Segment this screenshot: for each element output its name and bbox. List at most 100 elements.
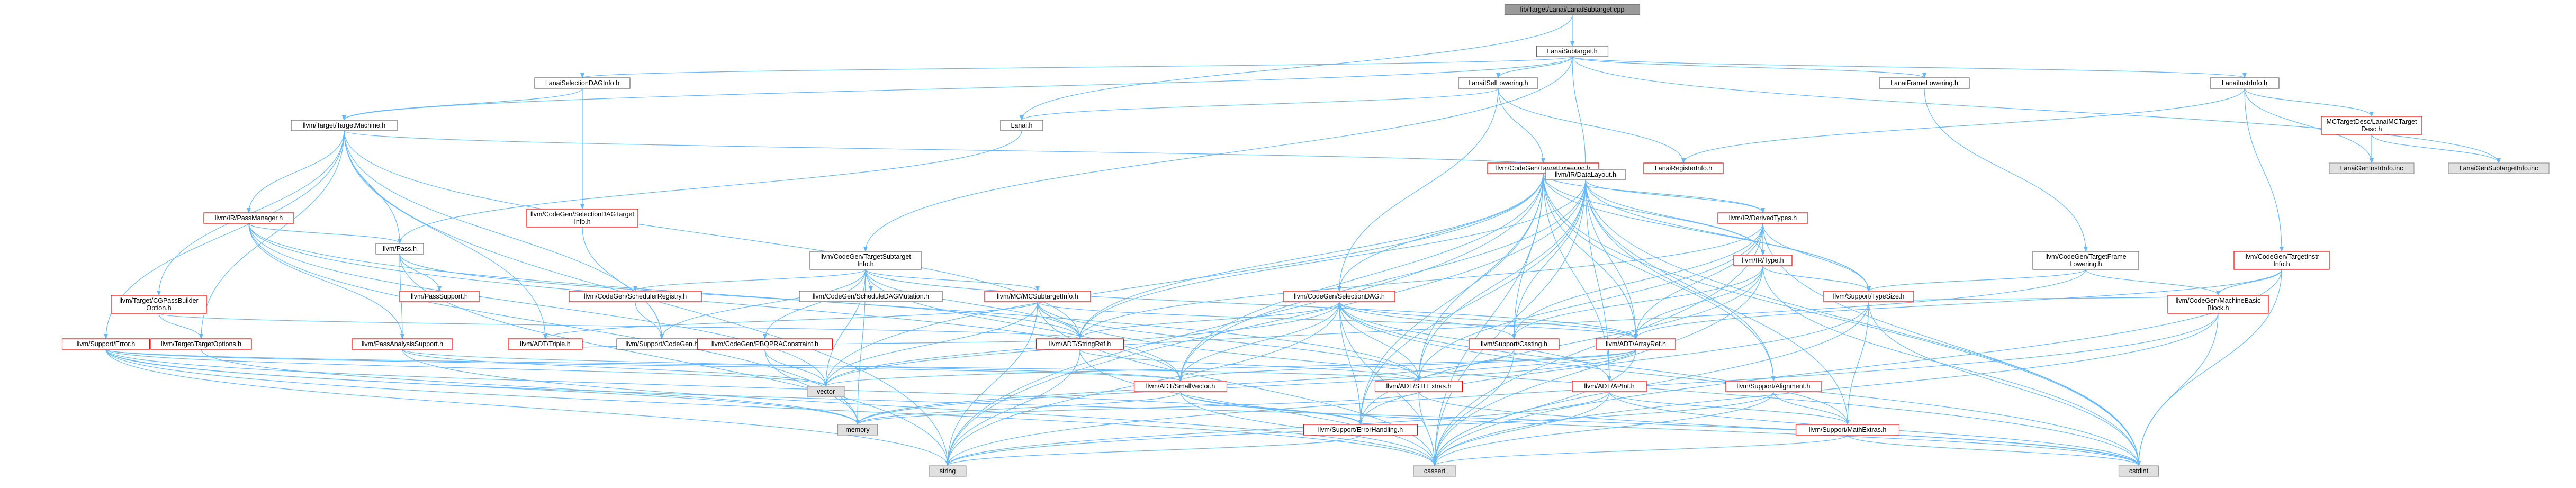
edge-pass_analysis_support-to-sys_vector xyxy=(402,349,828,387)
node-root[interactable]: lib/Target/Lanai/LanaiSubtarget.cpp xyxy=(1504,4,1641,15)
edge-adt_string_ref_h-to-adt_stl_extras_h xyxy=(1079,349,1421,382)
node-codegen-pbqp-constraint[interactable]: llvm/CodeGen/PBQPRAConstraint.h xyxy=(697,338,833,350)
node-mc-subtarget-info[interactable]: llvm/MC/MCSubtargetInfo.h xyxy=(984,291,1091,302)
edge-target_machine_h-to-support_codegen_h xyxy=(344,130,664,339)
node-adt-small-vector-h[interactable]: llvm/ADT/SmallVector.h xyxy=(1133,381,1228,392)
node-box xyxy=(111,295,207,314)
node-box xyxy=(203,212,294,224)
node-label: lib/Target/Lanai/LanaiSubtarget.cpp xyxy=(1520,6,1625,13)
edge-codegen_target_lowering_h-to-adt_string_ref_h xyxy=(1078,173,1544,339)
node-label: LanaiFrameLowering.h xyxy=(1890,79,1958,87)
node-label: llvm/Support/CodeGen.h xyxy=(626,340,698,348)
node-support-math-extras-h[interactable]: llvm/Support/MathExtras.h xyxy=(1795,424,1900,436)
edge-ir_data_layout_h-to-ir_derived_types_h xyxy=(1585,179,1765,213)
edge-mc_subtarget_info-to-adt_triple_h xyxy=(543,301,1038,339)
edge-support_error_h-to-sys_string xyxy=(105,349,950,466)
node-label: llvm/ADT/APInt.h xyxy=(1584,383,1634,390)
edge-ir_pass_manager_h-to-sys_memory xyxy=(248,223,860,425)
node-pass-h[interactable]: llvm/Pass.h xyxy=(375,243,424,255)
node-lanai-isel-lowering-h[interactable]: LanaiISelLowering.h xyxy=(1458,77,1538,89)
node-lanai-frame-lowering-h[interactable]: LanaiFrameLowering.h xyxy=(1879,77,1970,89)
node-target-target-options[interactable]: llvm/Target/TargetOptions.h xyxy=(150,338,252,350)
edge-target_cg_pass_builder-to-target_target_options xyxy=(158,313,203,339)
node-adt-stl-extras-h[interactable]: llvm/ADT/STLExtras.h xyxy=(1374,381,1463,392)
node-ir-type-h[interactable]: llvm/IR/Type.h xyxy=(1733,255,1793,266)
node-box xyxy=(61,338,150,350)
node-box xyxy=(534,77,631,89)
node-pass-support-h[interactable]: llvm/PassSupport.h xyxy=(399,291,480,302)
node-label: LanaiInstrInfo.h xyxy=(2222,79,2267,87)
node-ir-derived-types-h[interactable]: llvm/IR/DerivedTypes.h xyxy=(1717,212,1808,224)
edge-target_machine_h-to-adt_triple_h xyxy=(344,130,547,339)
edge-support_error_h-to-sys_cassert xyxy=(105,349,1437,466)
node-box xyxy=(399,291,480,302)
node-label: llvm/PassAnalysisSupport.h xyxy=(362,340,443,348)
edge-codegen_target_frame_lowering-to-sys_vector xyxy=(824,269,2086,387)
node-label: llvm/ADT/StringRef.h xyxy=(1049,340,1111,348)
edge-codegen_target_subtarget-to-codegen_pbqp_constraint xyxy=(763,269,866,339)
node-support-codegen-h[interactable]: llvm/Support/CodeGen.h xyxy=(616,338,707,350)
node-adt-array-ref-h[interactable]: llvm/ADT/ArrayRef.h xyxy=(1596,338,1676,350)
node-adt-triple-h[interactable]: llvm/ADT/Triple.h xyxy=(508,338,583,350)
node-box xyxy=(2233,251,2330,270)
edge-adt_array_ref_h-to-sys_vector xyxy=(824,349,1636,387)
node-box xyxy=(1643,162,1724,174)
edge-codegen_machine_basic_block-to-sys_cstdint xyxy=(2137,313,2219,466)
node-box xyxy=(2448,162,2550,174)
node-lanai-instr-info-h[interactable]: LanaiInstrInfo.h xyxy=(2210,77,2280,89)
node-support-casting-h[interactable]: llvm/Support/Casting.h xyxy=(1469,338,1560,350)
edge-lanai_subtarget_h-to-ir_data_layout_h xyxy=(1572,56,1588,170)
node-support-error-handling-h[interactable]: llvm/Support/ErrorHandling.h xyxy=(1303,424,1418,436)
node-codegen-schedule-dag-mutation[interactable]: llvm/CodeGen/ScheduleDAGMutation.h xyxy=(799,291,943,302)
node-codegen-scheduler-registry[interactable]: llvm/CodeGen/SchedulerRegistry.h xyxy=(569,291,702,302)
node-pass-analysis-support[interactable]: llvm/PassAnalysisSupport.h xyxy=(352,338,453,350)
node-support-error-h[interactable]: llvm/Support/Error.h xyxy=(61,338,150,350)
edge-ir_derived_types_h-to-adt_stl_extras_h xyxy=(1417,223,1763,382)
node-box xyxy=(508,338,583,350)
node-label: Info.h xyxy=(857,260,873,268)
node-codegen-selection-dag-h[interactable]: llvm/CodeGen/SelectionDAG.h xyxy=(1283,291,1395,302)
node-box xyxy=(1725,381,1822,392)
edge-ir_data_layout_h-to-adt_apint_h xyxy=(1585,179,1611,382)
edge-ir_derived_types_h-to-sys_cstdint xyxy=(1762,223,2141,466)
node-lanai-subtarget-h[interactable]: LanaiSubtarget.h xyxy=(1536,46,1609,57)
node-label: LanaiISelLowering.h xyxy=(1468,79,1528,87)
node-box xyxy=(1469,338,1560,350)
node-sys-vector: vector xyxy=(807,386,845,397)
node-label: llvm/Target/CGPassBuilder xyxy=(119,297,198,304)
edge-mc_subtarget_info-to-adt_stl_extras_h xyxy=(1037,301,1421,382)
node-target-machine-h[interactable]: llvm/Target/TargetMachine.h xyxy=(291,120,398,131)
edge-codegen_target_lowering_h-to-sys_cassert xyxy=(1433,173,1544,466)
node-lanai-register-info-h[interactable]: LanaiRegisterInfo.h xyxy=(1643,162,1724,174)
edge-support_type_size_h-to-sys_cassert xyxy=(1433,301,1869,466)
node-lanai-gen-instr-inc: LanaiGenInstrInfo.inc xyxy=(2329,162,2415,174)
node-label: LanaiSelectionDAGInfo.h xyxy=(545,79,619,87)
node-adt-apint-h[interactable]: llvm/ADT/APInt.h xyxy=(1572,381,1647,392)
node-lanai-seldag-info-h[interactable]: LanaiSelectionDAGInfo.h xyxy=(534,77,631,89)
node-adt-string-ref-h[interactable]: llvm/ADT/StringRef.h xyxy=(1035,338,1124,350)
node-support-alignment-h[interactable]: llvm/Support/Alignment.h xyxy=(1725,381,1822,392)
node-box xyxy=(2210,77,2280,89)
node-box xyxy=(1303,424,1418,436)
node-ir-data-layout-h[interactable]: llvm/IR/DataLayout.h xyxy=(1545,169,1626,180)
node-lanai-h[interactable]: Lanai.h xyxy=(1000,120,1043,131)
node-label: llvm/PassSupport.h xyxy=(411,293,468,300)
edge-target_machine_h-to-pass_h xyxy=(344,130,402,244)
edge-codegen_target_subtarget-to-adt_small_vector_h xyxy=(865,269,1183,382)
edge-lanai_subtarget_h-to-lanai_gen_subtarget_inc xyxy=(1572,56,2501,164)
node-ir-pass-manager-h[interactable]: llvm/IR/PassManager.h xyxy=(203,212,294,224)
node-box xyxy=(291,120,398,131)
edge-codegen_target_subtarget-to-sys_vector xyxy=(824,269,866,387)
node-support-type-size-h[interactable]: llvm/Support/TypeSize.h xyxy=(1823,291,1914,302)
edge-ir_data_layout_h-to-adt_small_vector_h xyxy=(1178,179,1586,382)
edge-codegen_target_lowering_h-to-adt_stl_extras_h xyxy=(1417,173,1544,382)
edge-adt_apint_h-to-support_math_extras_h xyxy=(1609,391,1850,425)
edge-ir_type_h-to-adt_array_ref_h xyxy=(1634,265,1763,339)
